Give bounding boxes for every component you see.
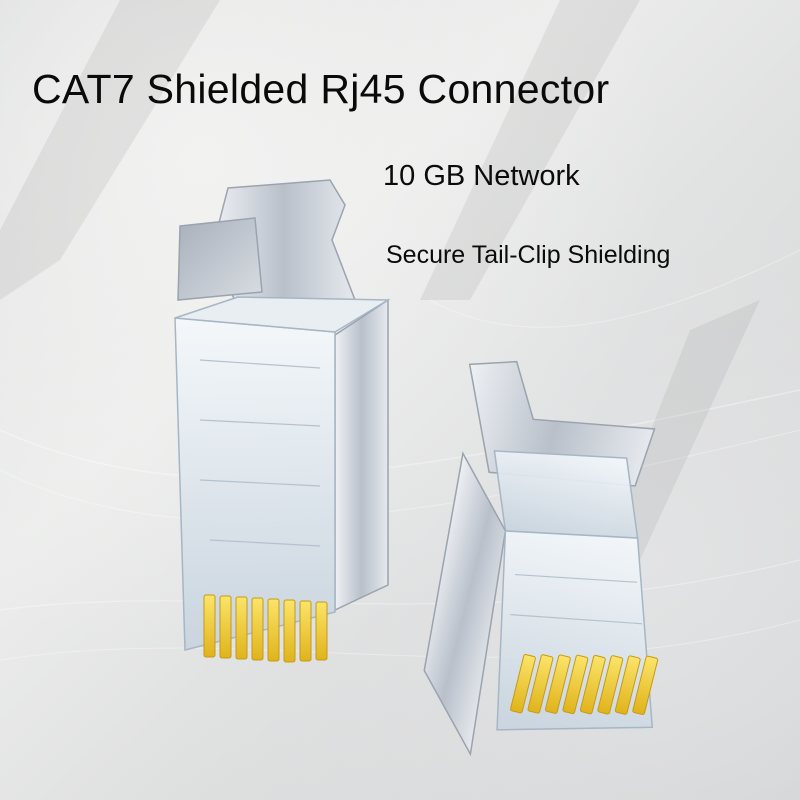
headline: CAT7 Shielded Rj45 Connector: [32, 66, 610, 112]
feature-tail-clip: Secure Tail-Clip Shielding: [386, 241, 671, 269]
right-connector: [423, 360, 659, 757]
feature-10gb: 10 GB Network: [383, 160, 580, 192]
left-connector: [174, 179, 391, 663]
